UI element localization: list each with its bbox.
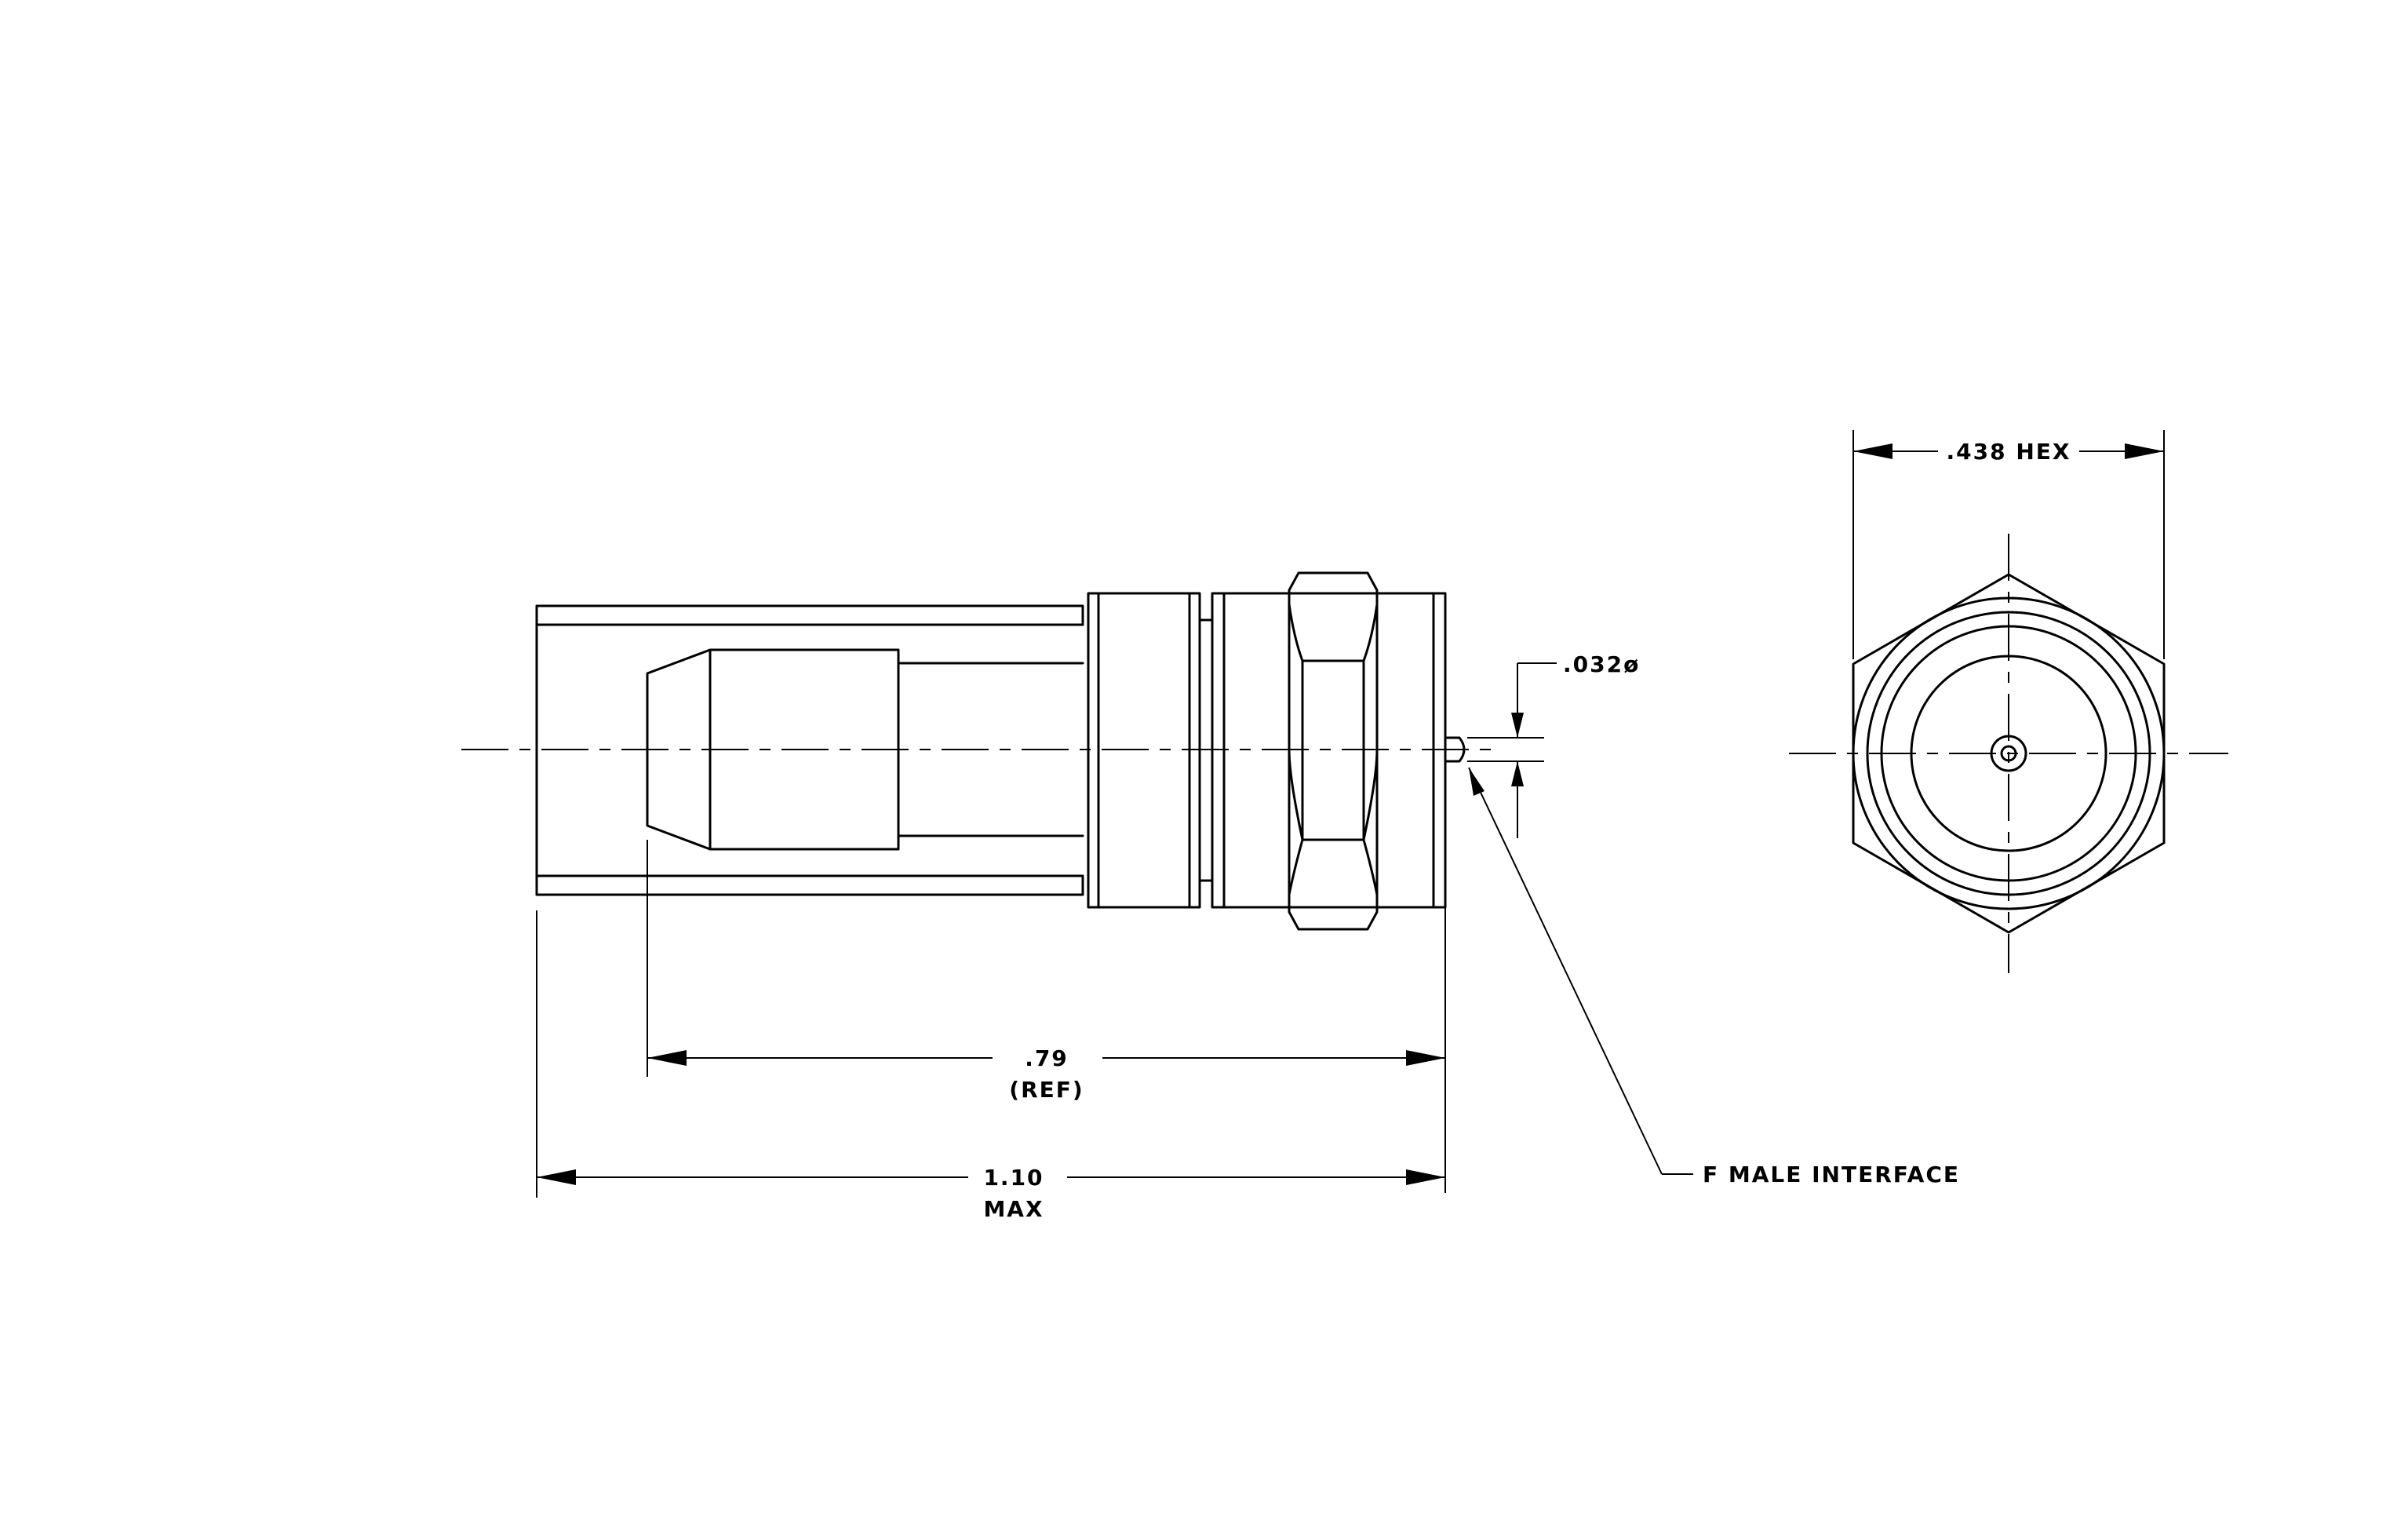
pin-diameter-label: .032ø [1563, 651, 1640, 677]
side-view [461, 571, 1491, 931]
hex-nut-side [1288, 571, 1379, 931]
ref-length-note: (REF) [1009, 1077, 1084, 1103]
hex-outline [1852, 573, 2166, 934]
sleeve-wall-bottom [535, 874, 1084, 896]
ref-length-value: .79 [1025, 1045, 1069, 1071]
max-length-dimension: 1.10 MAX [536, 910, 1445, 1222]
coupling-nut [1211, 592, 1447, 909]
interface-label: F MALE INTERFACE [1703, 1162, 1960, 1187]
interface-callout: F MALE INTERFACE [1468, 767, 1960, 1187]
dielectric-circle [1910, 655, 2107, 852]
inner-body [897, 662, 1084, 837]
pin-diameter-dimension: .032ø [1467, 651, 1640, 838]
max-length-value: 1.10 [983, 1165, 1044, 1191]
hex-size-label: .438 HEX [1947, 439, 2071, 465]
ferrule [646, 648, 712, 851]
outer-circle [1852, 596, 2166, 910]
ref-length-dimension: .79 (REF) [647, 840, 1446, 1193]
sleeve-wall-top [535, 604, 1084, 626]
center-pin [1444, 736, 1466, 763]
knurled-body [709, 648, 900, 851]
collar [1087, 592, 1201, 909]
max-length-note: MAX [983, 1196, 1044, 1222]
end-view [1789, 534, 2228, 973]
hex-dimension: .438 HEX [1852, 430, 2165, 659]
pin-inner [2000, 745, 2017, 762]
pin-outer [1990, 735, 2027, 772]
